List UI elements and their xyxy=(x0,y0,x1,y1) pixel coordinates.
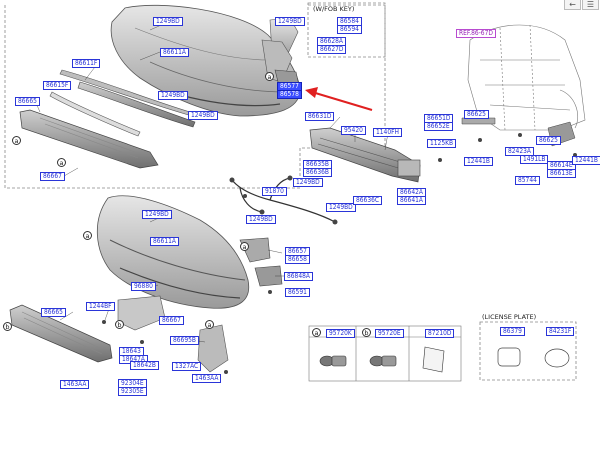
callout-a: a xyxy=(205,320,214,329)
license-pad-drawing xyxy=(497,347,521,367)
part-label[interactable]: 1125KB xyxy=(427,139,457,148)
part-label[interactable]: 86848A xyxy=(284,272,313,281)
part-label[interactable]: 95420 xyxy=(341,126,366,135)
part-label[interactable]: 1244BF xyxy=(86,302,115,311)
viewer-toolbar: ← ☰ xyxy=(560,0,600,12)
callout-b: b xyxy=(3,322,12,331)
part-label[interactable]: 86594 xyxy=(337,25,362,34)
part-label[interactable]: 12441B xyxy=(464,157,493,166)
part-label[interactable]: 86611A xyxy=(160,48,189,57)
part-label[interactable]: 86379 xyxy=(500,327,525,336)
part-label[interactable]: 1249BD xyxy=(293,178,323,187)
part-label[interactable]: 86611A xyxy=(150,237,179,246)
part-label[interactable]: 92305E xyxy=(118,387,147,396)
license-plate-box xyxy=(479,321,577,381)
part-label[interactable]: 86667 xyxy=(159,316,184,325)
red-arrow xyxy=(311,91,373,111)
part-label[interactable]: 86627D xyxy=(317,45,347,54)
part-label[interactable]: 1249BD xyxy=(158,91,188,100)
part-label[interactable]: 1249BD xyxy=(246,215,276,224)
part-label[interactable]: 95720K xyxy=(326,329,355,338)
table-callout-a: a xyxy=(312,328,321,337)
part-label[interactable]: 86636B xyxy=(303,168,332,177)
callout-b: b xyxy=(115,320,124,329)
lower-bumper-cover-drawing xyxy=(96,195,250,309)
part-label[interactable]: 86665 xyxy=(15,97,40,106)
part-label[interactable]: 86658 xyxy=(285,255,310,264)
fob-key-note: (W/FOB KEY) xyxy=(313,5,355,13)
part-label[interactable]: 86615F xyxy=(43,81,72,90)
part-label[interactable]: 86631D xyxy=(305,112,335,121)
part-label[interactable]: 86652E xyxy=(424,122,453,131)
part-label[interactable]: 86591 xyxy=(285,288,310,297)
part-label[interactable]: 1140FH xyxy=(373,128,402,137)
part-label[interactable]: 95720E xyxy=(375,329,404,338)
part-label-highlighted[interactable]: 86578 xyxy=(277,90,302,99)
callout-a: a xyxy=(240,242,249,251)
part-label[interactable]: 12441B xyxy=(572,156,600,165)
part-label[interactable]: 18642B xyxy=(130,361,159,370)
part-label[interactable]: 84231F xyxy=(546,327,575,336)
part-label[interactable]: 86613E xyxy=(547,169,576,178)
part-label[interactable]: 86625 xyxy=(536,136,561,145)
callout-a: a xyxy=(12,136,21,145)
menu-icon[interactable]: ☰ xyxy=(582,0,599,10)
fob-key-box xyxy=(307,2,386,58)
part-label[interactable]: 87210D xyxy=(425,329,455,338)
part-label[interactable]: 1491LB xyxy=(520,155,549,164)
part-label[interactable]: 86636C xyxy=(353,196,383,205)
sensor-drawings xyxy=(319,346,445,373)
part-label[interactable]: 86665 xyxy=(41,308,66,317)
upper-skid-plate-drawing xyxy=(19,109,159,169)
arrow-left-icon[interactable]: ← xyxy=(564,0,581,10)
part-label[interactable]: 82423A xyxy=(505,147,534,156)
part-label[interactable]: 86667 xyxy=(40,172,65,181)
callout-a: a xyxy=(57,158,66,167)
part-label[interactable]: 86625 xyxy=(464,110,489,119)
part-label[interactable]: 1249BD xyxy=(153,17,183,26)
part-label[interactable]: 86611F xyxy=(72,59,101,68)
lower-skid-plate-drawing xyxy=(9,304,113,363)
group-boundary-upper xyxy=(4,4,386,189)
part-label[interactable]: 85744 xyxy=(515,176,540,185)
part-label[interactable]: 1249BD xyxy=(326,203,356,212)
part-label[interactable]: 96880 xyxy=(131,282,156,291)
part-label[interactable]: 1463AA xyxy=(60,380,90,389)
upper-bumper-cover-drawing xyxy=(110,4,301,117)
license-plug-drawing xyxy=(544,348,570,368)
table-callout-b: b xyxy=(362,328,371,337)
part-label[interactable]: 1463AA xyxy=(192,374,222,383)
part-label[interactable]: 1249BD xyxy=(275,17,305,26)
part-label[interactable]: 1249BD xyxy=(142,210,172,219)
part-label[interactable]: 86641A xyxy=(397,196,426,205)
part-label[interactable]: 1327AC xyxy=(172,362,202,371)
ref-label[interactable]: REF.86-67D xyxy=(456,29,496,38)
part-label[interactable]: 91870 xyxy=(262,187,287,196)
part-label[interactable]: 1249BD xyxy=(188,111,218,120)
license-plate-note: (LICENSE PLATE) xyxy=(482,313,537,321)
part-label[interactable]: 86695B xyxy=(170,336,199,345)
callout-a: a xyxy=(265,72,274,81)
callout-a: a xyxy=(83,231,92,240)
